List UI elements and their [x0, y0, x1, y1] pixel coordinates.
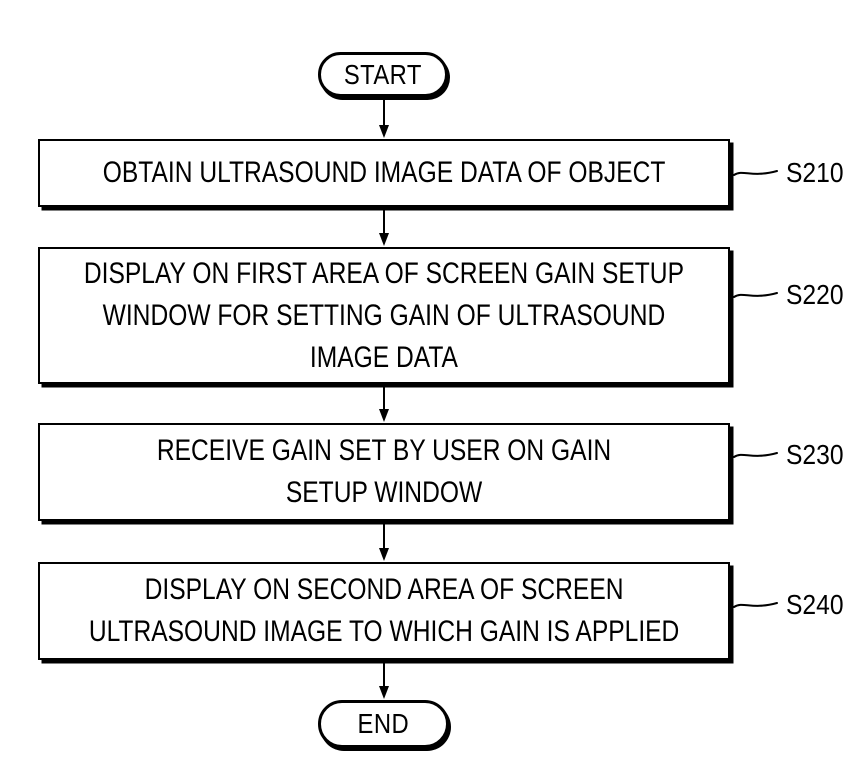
arrow-down-icon: [378, 97, 390, 138]
process-text-s210: OBTAIN ULTRASOUND IMAGE DATA OF OBJECT: [102, 156, 666, 189]
arrow-head: [379, 125, 389, 138]
process-box-s220: DISPLAY ON FIRST AREA OF SCREEN GAIN SET…: [38, 247, 730, 384]
step-tag-s240: S240: [733, 588, 851, 622]
start-terminal: START: [318, 52, 448, 97]
step-tag-s210: S210: [733, 156, 851, 190]
arrow-down-icon: [378, 210, 390, 246]
step-tag-label-s240: S240: [786, 589, 844, 620]
process-box-s240: DISPLAY ON SECOND AREA OF SCREEN ULTRASO…: [38, 562, 730, 660]
start-label: START: [344, 58, 422, 90]
process-box-s230: RECEIVE GAIN SET BY USER ON GAIN SETUP W…: [38, 423, 730, 521]
arrow-down-icon: [378, 387, 390, 422]
end-terminal: END: [318, 700, 449, 748]
process-box-s210: OBTAIN ULTRASOUND IMAGE DATA OF OBJECT: [38, 139, 730, 207]
step-tag-s230: S230: [733, 438, 851, 472]
step-tag-label-s220: S220: [786, 279, 844, 310]
arrow-down-icon: [378, 524, 390, 561]
arrow-shaft: [383, 97, 385, 125]
process-text-s230: RECEIVE GAIN SET BY USER ON GAIN SETUP W…: [156, 434, 612, 509]
step-tag-s220: S220: [733, 278, 851, 312]
tag-connector-squiggle-icon: [733, 452, 778, 458]
process-text-s220: DISPLAY ON FIRST AREA OF SCREEN GAIN SET…: [83, 256, 685, 374]
arrow-shaft: [383, 663, 385, 686]
step-tag-label-s210: S210: [786, 157, 844, 188]
step-tag-label-s230: S230: [786, 439, 844, 470]
tag-connector-squiggle-icon: [733, 292, 778, 298]
arrow-head: [379, 409, 389, 422]
process-text-s240: DISPLAY ON SECOND AREA OF SCREEN ULTRASO…: [88, 573, 680, 648]
arrow-shaft: [383, 524, 385, 548]
arrow-head: [379, 686, 389, 699]
arrow-down-icon: [378, 663, 390, 699]
arrow-head: [379, 548, 389, 561]
arrow-shaft: [383, 210, 385, 233]
arrow-shaft: [383, 387, 385, 409]
arrow-head: [379, 233, 389, 246]
end-label: END: [357, 708, 410, 739]
tag-connector-squiggle-icon: [733, 602, 778, 608]
tag-connector-squiggle-icon: [733, 170, 778, 176]
